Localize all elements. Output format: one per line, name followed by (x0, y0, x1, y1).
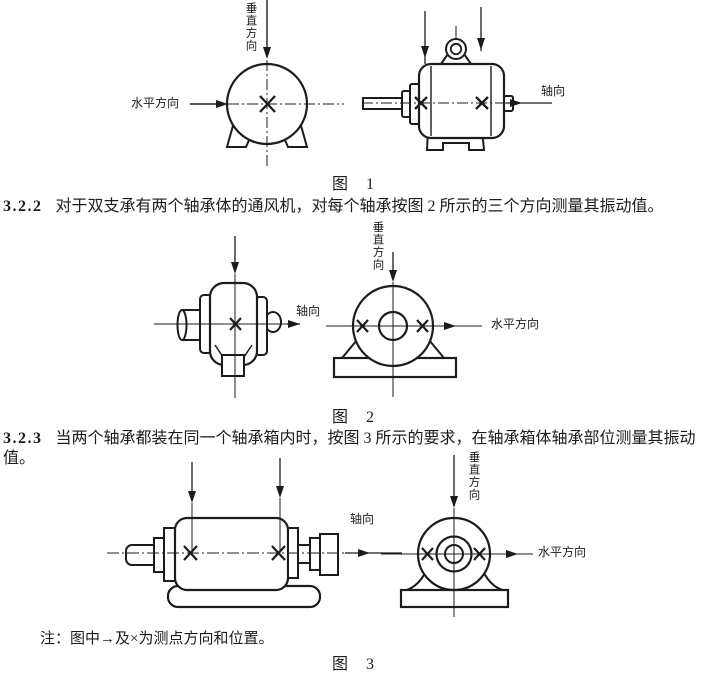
fig1-side-view (362, 7, 552, 151)
measure-point-cross (416, 319, 429, 333)
fig3-axial-direction-label: 轴向 (350, 512, 375, 526)
measure-point-cross (475, 96, 489, 110)
axial-direction-arrow (510, 99, 522, 107)
measure-point-cross (356, 319, 369, 333)
vertical-measure-arrow (231, 262, 239, 274)
vertical-direction-arrow (450, 496, 458, 508)
figure-3-caption: 图 3 (331, 656, 375, 673)
measure-point-cross (271, 545, 286, 561)
horizontal-direction-arrow (444, 322, 456, 330)
coupling (319, 533, 339, 576)
measure-point-cross (414, 96, 428, 110)
vertical-direction-arrow (389, 270, 397, 282)
bearing-measure-arrow (276, 486, 284, 498)
fig1-axial-direction-label: 轴向 (541, 84, 566, 98)
fig3-vertical-direction-label: 垂直方向 (467, 451, 480, 501)
axial-direction-arrow (358, 549, 370, 557)
fig1-horizontal-direction-label: 水平方向 (131, 96, 180, 110)
section-text: 当两个轴承都装在同一个轴承箱内时，按图 3 所示的要求，在轴承箱体轴承部位测量其… (3, 430, 696, 467)
figure-1-caption: 图 1 (331, 176, 375, 193)
fig2-vertical-direction-label: 垂直方向 (371, 221, 384, 271)
horizontal-direction-arrow (216, 100, 228, 108)
vertical-direction-arrow (263, 47, 271, 59)
fig1-front-view (190, 0, 344, 168)
figure-2-drawing (154, 236, 482, 398)
fig2-side-view (154, 236, 300, 398)
fig3-front-view (381, 455, 533, 617)
section-3-2-2: 3.2.2 对于双支承有两个轴承体的通风机，对每个轴承按图 2 所示的三个方向测量… (3, 197, 705, 217)
measure-point-cross (259, 95, 276, 113)
section-number: 3.2.2 (3, 198, 43, 215)
figure-1-drawing (190, 0, 552, 168)
figure-2-caption: 图 2 (331, 409, 375, 426)
fig3-horizontal-direction-label: 水平方向 (538, 545, 587, 559)
bearing-measure-arrow (421, 46, 429, 58)
eyebolt-hole (449, 42, 463, 56)
fig2-axial-direction-label: 轴向 (296, 304, 321, 318)
housing-foot (221, 354, 245, 377)
axial-direction-arrow (288, 320, 300, 328)
measure-point-cross (473, 547, 486, 561)
fig2-front-view (326, 252, 482, 397)
fig3-side-view (107, 458, 402, 609)
fig2-horizontal-direction-label: 水平方向 (491, 317, 540, 331)
figure-3-drawing (107, 455, 533, 617)
shaft-end (176, 309, 188, 341)
section-number: 3.2.3 (3, 430, 43, 447)
coupling-collar (309, 537, 321, 571)
measure-point-cross (421, 547, 434, 561)
bearing-measure-arrow (477, 38, 485, 50)
measure-point-cross (183, 545, 198, 561)
figure-note: 注：图中→及×为测点方向和位置。 (40, 631, 274, 647)
section-text: 对于双支承有两个轴承体的通风机，对每个轴承按图 2 所示的三个方向测量其振动值。 (55, 198, 664, 215)
bearing-measure-arrow (188, 491, 196, 503)
measure-point-cross (229, 317, 242, 331)
fig1-vertical-direction-label: 垂直方向 (244, 2, 257, 52)
shaft-neck (297, 544, 311, 564)
horizontal-direction-arrow (506, 550, 518, 558)
